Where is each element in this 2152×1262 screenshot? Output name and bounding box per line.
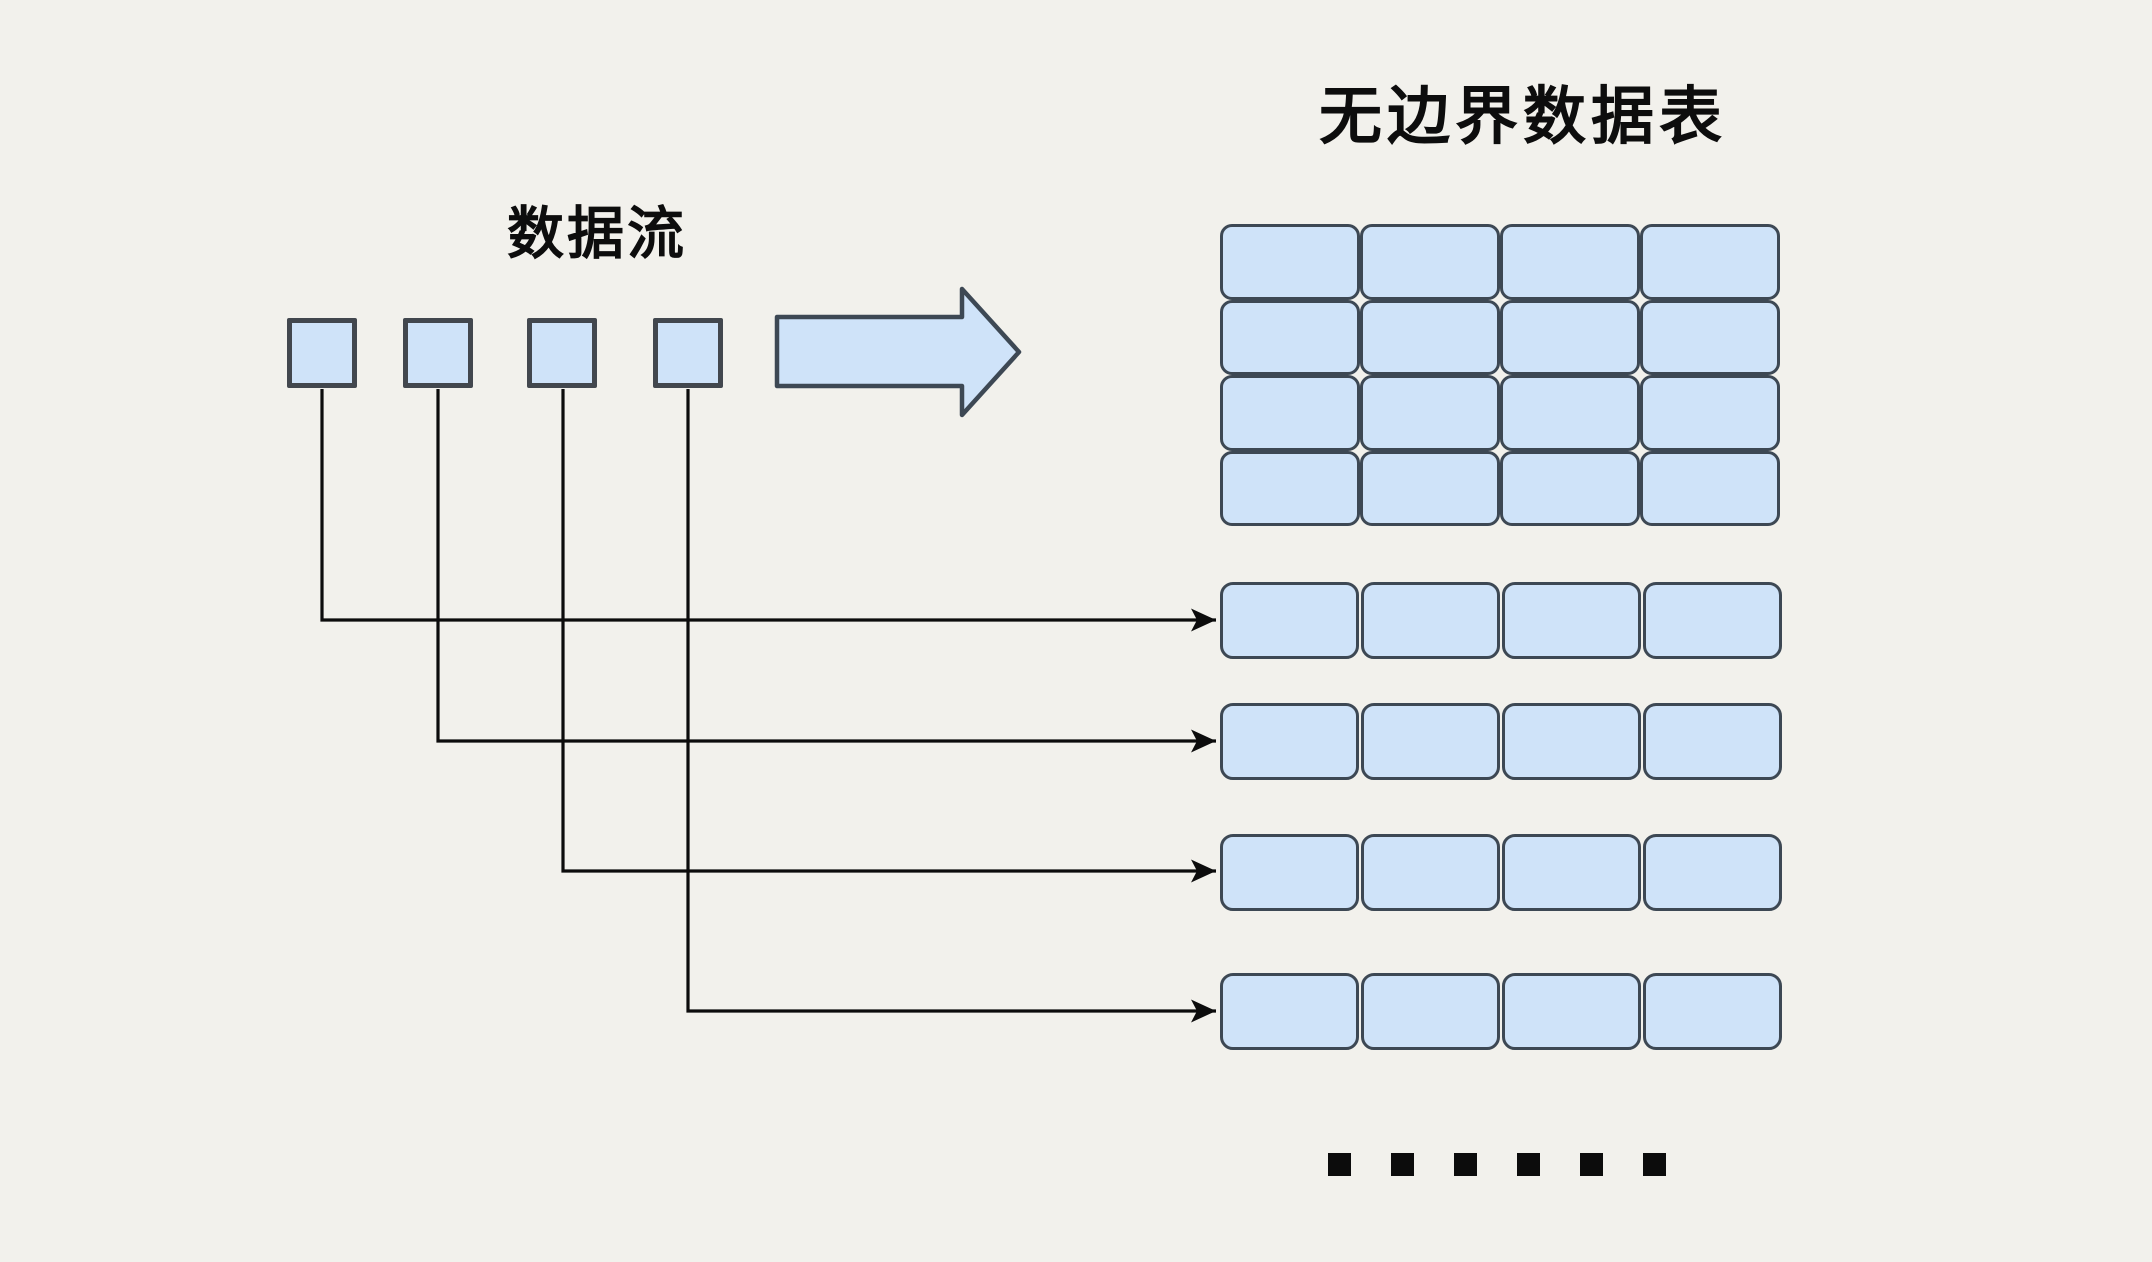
stream-to-row-connectors	[320, 389, 1216, 1023]
table-cell	[1361, 582, 1500, 659]
table-cell	[1643, 582, 1782, 659]
table-cell	[1220, 582, 1359, 659]
table-cell	[1640, 450, 1780, 526]
stream-label: 数据流	[507, 202, 687, 266]
ellipsis-dot	[1391, 1153, 1414, 1176]
table-cell	[1360, 375, 1500, 451]
table-cell	[1500, 450, 1640, 526]
connector-row-4	[686, 389, 1216, 1023]
table-cell	[1640, 375, 1780, 451]
table-cell	[1502, 973, 1641, 1050]
table-cell	[1640, 299, 1780, 375]
flow-arrow-icon	[774, 286, 1022, 418]
table-cell	[1500, 224, 1640, 300]
table-cell	[1220, 703, 1359, 780]
table-cell	[1220, 973, 1359, 1050]
table-cell	[1360, 299, 1500, 375]
table-cell	[1360, 450, 1500, 526]
table-cell	[1500, 375, 1640, 451]
table-cell	[1502, 834, 1641, 911]
table-cell	[1640, 224, 1780, 300]
ellipsis-dot	[1517, 1153, 1540, 1176]
table-cell	[1220, 299, 1360, 375]
table-cell	[1500, 299, 1640, 375]
ellipsis-dot	[1643, 1153, 1666, 1176]
table-row-4	[1220, 973, 1782, 1050]
table-cell	[1220, 224, 1360, 300]
table-row-3	[1220, 834, 1782, 911]
table-row-2	[1220, 703, 1782, 780]
unbounded-table-title: 无边界数据表	[1319, 82, 1727, 152]
table-cell	[1643, 973, 1782, 1050]
ellipsis-dot	[1328, 1153, 1351, 1176]
table-row-1	[1220, 582, 1782, 659]
table-cell	[1220, 450, 1360, 526]
table-cell	[1361, 703, 1500, 780]
ellipsis-dot	[1454, 1153, 1477, 1176]
table-cell	[1360, 224, 1500, 300]
connector-row-3	[561, 389, 1216, 883]
table-cell	[1502, 582, 1641, 659]
table-cell	[1502, 703, 1641, 780]
table-cell	[1361, 973, 1500, 1050]
connector-row-2	[436, 389, 1216, 753]
unbounded-table-grid	[1220, 224, 1780, 526]
ellipsis-dots	[1328, 1153, 1666, 1176]
table-cell	[1643, 703, 1782, 780]
connector-row-1	[320, 389, 1216, 632]
table-cell	[1220, 375, 1360, 451]
table-cell	[1220, 834, 1359, 911]
ellipsis-dot	[1580, 1153, 1603, 1176]
table-cell	[1361, 834, 1500, 911]
table-cell	[1643, 834, 1782, 911]
